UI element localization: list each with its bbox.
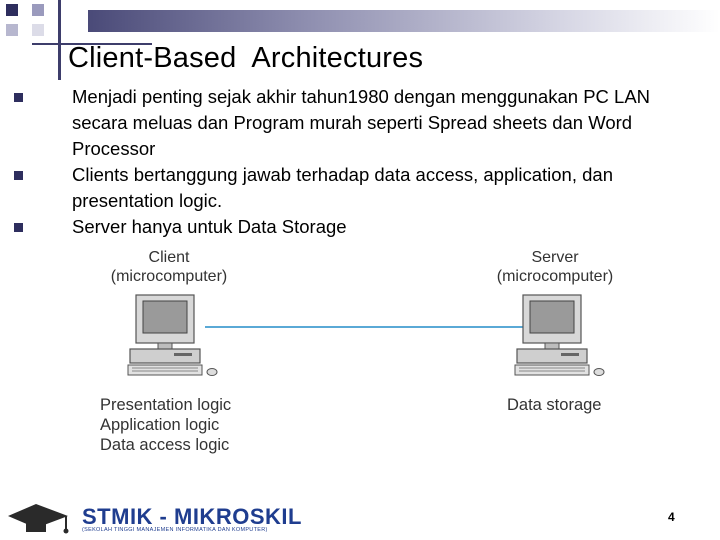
graduation-cap-icon — [4, 498, 78, 538]
header-gradient-bar — [88, 10, 720, 32]
client-roles: Presentation logic Application logic Dat… — [100, 395, 231, 455]
client-role: Data access logic — [100, 435, 231, 455]
bullet-square-icon — [14, 223, 23, 232]
bullet-text: Clients bertanggung jawab terhadap data … — [72, 164, 613, 211]
server-role: Data storage — [507, 395, 601, 415]
header-square-dark — [6, 4, 18, 16]
header-square-mid — [32, 4, 44, 16]
server-roles: Data storage — [507, 395, 601, 415]
client-role: Presentation logic — [100, 395, 231, 415]
bullet-text: Server hanya untuk Data Storage — [72, 216, 347, 237]
slide-title: Client-Based Architectures — [68, 42, 423, 75]
logo-subtext: (SEKOLAH TINGGI MANAJEMEN INFORMATIKA DA… — [82, 527, 268, 533]
header-square-lightest — [32, 24, 44, 36]
client-role: Application logic — [100, 415, 231, 435]
server-computer-icon — [515, 295, 604, 376]
header-vertical-line — [58, 0, 61, 80]
bullet-list: Menjadi penting sejak akhir tahun1980 de… — [14, 84, 704, 240]
bullet-square-icon — [14, 171, 23, 180]
page-number: 4 — [668, 510, 675, 524]
bullet-text: Menjadi penting sejak akhir tahun1980 de… — [72, 86, 650, 159]
architecture-diagram: Client (microcomputer) Server (microcomp… — [0, 240, 720, 470]
bullet-square-icon — [14, 93, 23, 102]
header-square-light — [6, 24, 18, 36]
client-computer-icon — [128, 295, 217, 376]
bullet-item: Clients bertanggung jawab terhadap data … — [14, 162, 704, 214]
bullet-item: Menjadi penting sejak akhir tahun1980 de… — [14, 84, 704, 162]
bullet-item: Server hanya untuk Data Storage — [14, 214, 704, 240]
